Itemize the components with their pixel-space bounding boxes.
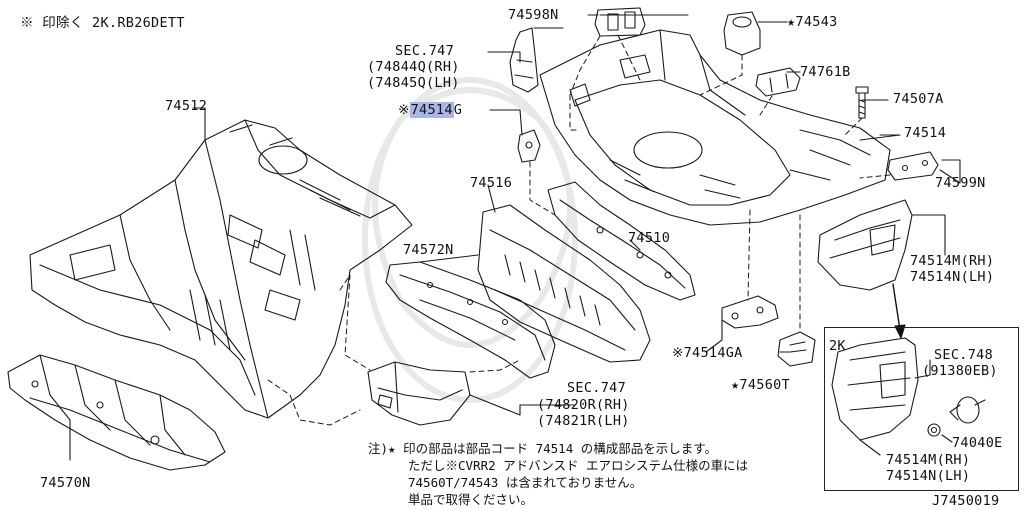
- inset-title: 2K: [829, 338, 846, 354]
- inset-label-74040E: 74040E: [952, 435, 1003, 451]
- inset-clip-74040E: [927, 423, 941, 437]
- label-74514M-rh: 74514M(RH): [910, 253, 995, 269]
- inset-label-74514N-lh: 74514N(LH): [886, 468, 971, 484]
- bolt-74507A: [855, 86, 869, 119]
- label-sec747-top: SEC.747: [395, 43, 454, 59]
- inset-label-sec748: SEC.748: [934, 347, 993, 363]
- inset-label-91380EB: (91380EB): [922, 363, 998, 379]
- bracket-74514G: [517, 129, 541, 163]
- label-74820R: (74820R(RH): [537, 397, 630, 413]
- label-74844Q: (74844Q(RH): [367, 59, 460, 75]
- side-panel-74516: [477, 204, 651, 363]
- heat-shield-74570N: [7, 354, 226, 471]
- label-74598N: 74598N: [508, 7, 559, 23]
- label-74507A: 74507A: [893, 91, 944, 107]
- label-74510: 74510: [628, 230, 671, 246]
- bracket-74543: [723, 11, 761, 56]
- footnote: 注)★ 印の部品は部品コード 74514 の構成部品を示します。 ただし※CVR…: [368, 440, 748, 508]
- label-74543: ★74543: [787, 14, 838, 30]
- dashed-alignment-lines: [267, 34, 891, 426]
- bracket-74844Q: [509, 27, 539, 93]
- leader-lines: [69, 14, 961, 461]
- diagram-code: J7450019: [932, 493, 1000, 509]
- inset-leaders: [859, 359, 986, 456]
- label-74514G-suffix: G: [453, 102, 463, 118]
- bracket-74514GA: [721, 295, 779, 329]
- bracket-74761B: [755, 67, 801, 97]
- bracket-74820R: [367, 361, 471, 426]
- label-74514GA: ※74514GA: [672, 345, 743, 361]
- label-74570N: 74570N: [40, 475, 91, 491]
- bracket-74560T: [777, 331, 816, 367]
- bracket-74599N: [887, 151, 939, 181]
- label-74599N: 74599N: [935, 175, 986, 191]
- label-sec747-bottom: SEC.747: [567, 380, 626, 396]
- header-note: ※ 印除く 2K.RB26DETT: [20, 15, 185, 31]
- label-74512: 74512: [165, 98, 208, 114]
- inset-2k-box: [824, 327, 1019, 491]
- label-74514N-lh: 74514N(LH): [910, 269, 995, 285]
- extension-74514M: [817, 199, 913, 291]
- label-74821R: (74821R(LH): [537, 413, 630, 429]
- label-74516: 74516: [470, 175, 513, 191]
- label-74761B: 74761B: [800, 64, 851, 80]
- label-74514G-mark: ※: [398, 102, 410, 118]
- label-74514: 74514: [904, 125, 947, 141]
- label-74845Q: (74845Q(LH): [367, 75, 460, 91]
- label-74514G-highlight: 74514: [409, 102, 454, 118]
- rear-floor-74514: [539, 29, 891, 226]
- floor-panel-74512: [29, 119, 413, 419]
- footnote-line-4: 単品で取得ください。: [408, 492, 534, 507]
- inset-panel-74514M: [831, 337, 919, 441]
- label-74514G: ※74514G: [398, 102, 463, 118]
- footnote-line-1: 注)★ 印の部品は部品コード 74514 の構成部品を示します。: [368, 441, 718, 456]
- watermark-emblem: [362, 77, 578, 403]
- label-74572N: 74572N: [403, 242, 454, 258]
- inset-label-74514M-rh: 74514M(RH): [886, 452, 971, 468]
- footnote-line-3: 74560T/74543 は含まれておりません。: [408, 475, 643, 490]
- inset-grommet-91380EB: [949, 396, 980, 424]
- inset-arrowhead: [894, 324, 906, 339]
- cross-member-74510: [547, 181, 696, 301]
- bracket-74598N: [594, 7, 646, 37]
- footnote-line-2: ただし※CVRR2 アドバンスド エアロシステム仕様の車には: [408, 458, 749, 473]
- label-74560T: ★74560T: [731, 377, 790, 393]
- side-member-74572N: [385, 261, 556, 379]
- inset-arrow: [892, 283, 901, 331]
